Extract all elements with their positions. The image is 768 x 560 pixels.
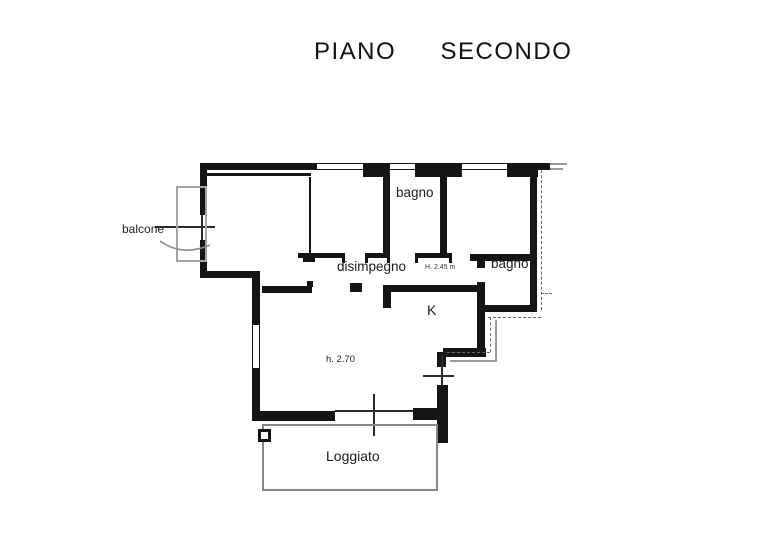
loggiato-outline [262,424,438,491]
door-opening-line [373,394,375,436]
wall-segment [307,281,313,287]
annotation-ceiling-height-corridor: H. 2.45 m [425,264,456,271]
wall-segment [383,292,391,308]
wall-segment [383,170,390,255]
wall-segment [200,163,207,215]
wall-segment [365,253,390,258]
boundary-dashed-line [541,293,552,294]
adjacent-unit-line [495,320,497,362]
wall-segment [477,261,485,268]
door-opening-line [155,226,215,228]
door-opening-line [441,355,443,386]
wall-segment [437,385,448,443]
wall-segment [365,253,368,263]
wall-segment [530,170,537,312]
balcone-outline [176,186,207,262]
boundary-dashed-line [447,352,490,353]
wall-segment [413,408,437,420]
page-title: PIANO SECONDO [314,38,573,65]
window-opening [390,163,415,170]
wall-segment [480,305,537,312]
room-label-loggiato: Loggiato [326,448,380,464]
wall-segment [262,286,312,293]
window-opening [317,163,363,170]
wall-segment [387,253,390,263]
wall-segment [252,368,260,421]
wall-segment [470,254,537,261]
wall-segment [440,170,447,255]
window-opening [252,325,260,368]
room-label-balcone: balcone [122,222,165,236]
wall-segment [252,411,335,421]
window-opening [462,163,507,170]
door-opening-line [423,375,454,377]
room-label-disimpegno: disimpegno [337,259,407,274]
wall-segment [350,283,362,292]
wall-segment [252,278,260,325]
wall-segment [298,253,345,258]
adjacent-unit-line [550,163,567,165]
loggiato-pillar [258,429,271,442]
room-label-kitchen: K [427,302,437,318]
balcone-leader-line [159,240,211,251]
wall-segment [303,258,315,262]
wall-segment [415,163,462,177]
wall-segment [449,253,452,263]
wall-segment [415,253,452,258]
boundary-dashed-line [490,317,491,352]
adjacent-unit-line [550,168,563,170]
room-label-bagno-top: bagno [396,185,434,200]
boundary-dashed-line [541,170,542,310]
wall-segment [309,177,311,253]
wall-segment [207,173,311,176]
boundary-dashed-line [488,317,541,318]
wall-segment [383,285,483,292]
annotation-ceiling-height-main: h. 2.70 [326,354,356,365]
wall-segment [200,240,207,278]
wall-segment [342,253,345,263]
wall-segment [200,271,260,278]
adjacent-unit-line [450,360,497,362]
room-label-bagno-right: bagno [491,256,529,271]
wall-segment [415,253,418,263]
wall-segment [477,282,485,357]
